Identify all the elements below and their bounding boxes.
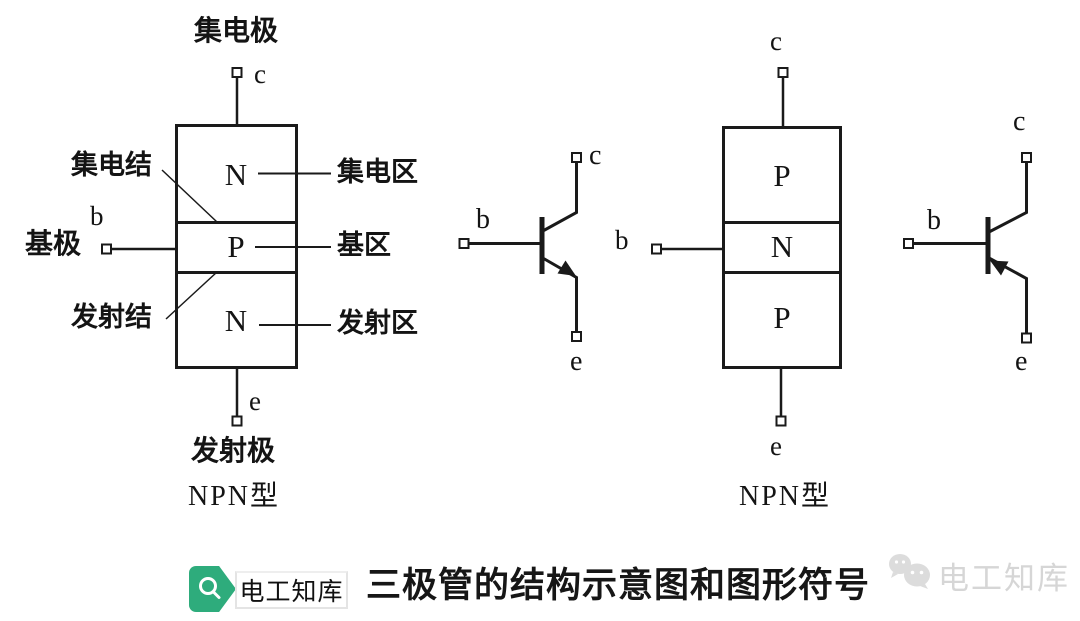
base-terminal-label: b bbox=[615, 225, 629, 255]
collector-region-label: 集电区 bbox=[337, 157, 418, 187]
pnp-emitter-arrow bbox=[990, 260, 1009, 276]
emitter-junction-label: 发射结 bbox=[71, 302, 152, 332]
wechat-icon bbox=[889, 554, 930, 589]
search-icon bbox=[199, 577, 221, 599]
npn-emitter-terminal-dot bbox=[571, 331, 582, 342]
region-p-bottom: P bbox=[773, 299, 791, 335]
base-terminal-label: b bbox=[90, 201, 104, 231]
base-terminal-dot bbox=[651, 243, 662, 255]
collector-electrode-label: 集电极 bbox=[194, 15, 279, 46]
region-n-top: N bbox=[224, 156, 248, 192]
collector-junction-label: 集电结 bbox=[71, 150, 152, 180]
pnp-collector-terminal-dot bbox=[1021, 152, 1032, 163]
emitter-terminal-dot bbox=[775, 415, 787, 427]
emitter-terminal-label: e bbox=[249, 386, 261, 416]
emitter-terminal-label: e bbox=[770, 431, 782, 461]
right-structure-lines bbox=[651, 67, 842, 427]
base-electrode-label: 基极 bbox=[25, 228, 82, 259]
region-p-mid: P bbox=[227, 228, 245, 264]
right-type-label: NPN型 bbox=[739, 481, 832, 512]
pnp-base-terminal-dot bbox=[903, 238, 914, 249]
emitter-region-label: 发射区 bbox=[337, 308, 418, 338]
region-n-mid: N bbox=[770, 228, 794, 264]
left-structure-lines bbox=[101, 67, 331, 427]
caption-title: 三极管的结构示意图和图形符号 bbox=[366, 566, 871, 605]
logo-text-box: 电工知库 bbox=[235, 571, 348, 609]
collector-terminal-dot bbox=[777, 67, 789, 78]
npn-collector-terminal-dot bbox=[571, 152, 582, 163]
collector-terminal-label: c bbox=[770, 26, 782, 56]
npn-symbol-c-label: c bbox=[589, 140, 602, 171]
npn-symbol-lines bbox=[458, 152, 582, 342]
emitter-junction-leader bbox=[165, 271, 218, 320]
pnp-symbol-e-label: e bbox=[1015, 346, 1028, 377]
npn-symbol-b-label: b bbox=[476, 204, 490, 235]
collector-junction-leader bbox=[161, 169, 218, 223]
npn-symbol-e-label: e bbox=[570, 346, 583, 377]
pnp-symbol-c-label: c bbox=[1013, 106, 1026, 137]
pnp-symbol-lines bbox=[903, 152, 1032, 344]
region-n-bottom: N bbox=[224, 302, 248, 338]
emitter-electrode-label: 发射极 bbox=[191, 435, 276, 466]
left-type-label: NPN型 bbox=[188, 481, 281, 512]
pnp-emitter-terminal-dot bbox=[1021, 332, 1032, 344]
base-terminal-dot bbox=[101, 243, 112, 255]
region-p-top: P bbox=[773, 157, 791, 193]
collector-terminal-dot bbox=[231, 67, 243, 78]
collector-terminal-label: c bbox=[254, 59, 266, 89]
emitter-terminal-dot bbox=[231, 415, 243, 427]
npn-emitter-arrow bbox=[557, 260, 576, 276]
base-region-label: 基区 bbox=[337, 230, 391, 260]
npn-base-terminal-dot bbox=[458, 238, 470, 249]
logo-text: 电工知库 bbox=[239, 578, 344, 606]
watermark-text: 电工知库 bbox=[938, 561, 1070, 596]
pnp-symbol-b-label: b bbox=[927, 205, 941, 236]
